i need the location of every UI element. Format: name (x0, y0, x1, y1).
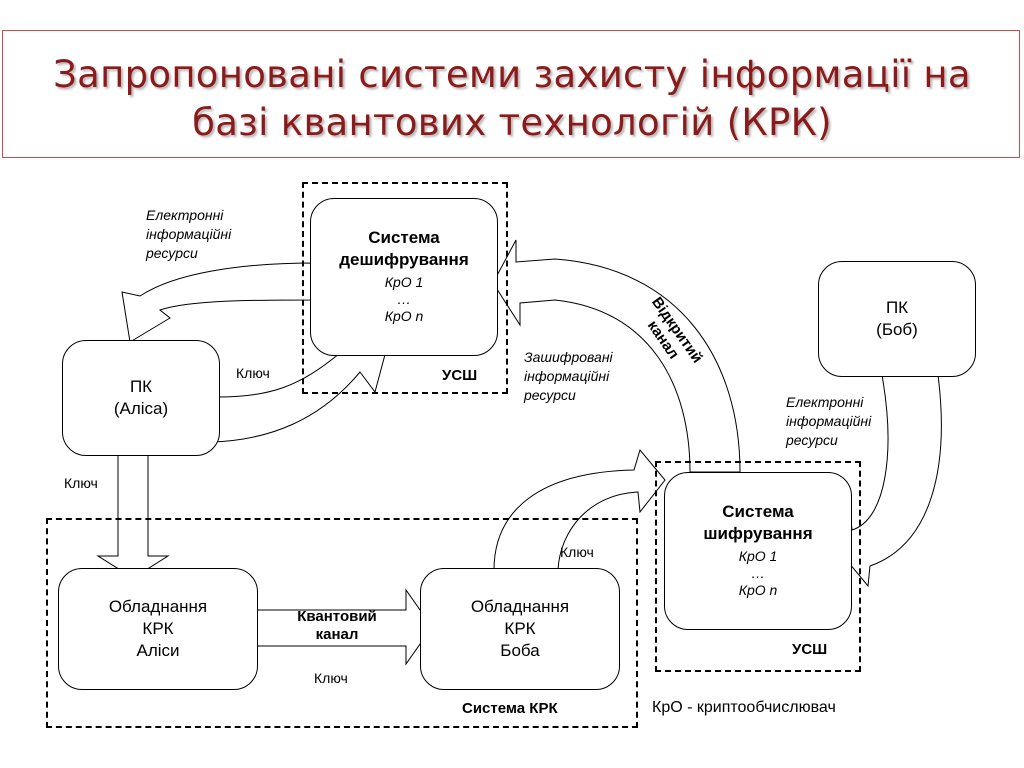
resources-encrypted-line-3: ресурси (524, 387, 576, 403)
decrypt-system-title-2: дешифрування (339, 250, 469, 269)
arrow-alice-to-krkalice (96, 450, 170, 579)
resources-encrypted-label: Зашифровані інформаційні ресурси (524, 348, 613, 405)
encrypt-system-title-1: Система (722, 502, 794, 521)
pc-bob-line-2: (Боб) (876, 320, 918, 339)
arrow-quantum-channel (253, 588, 433, 666)
legend-text: КрО - криптообчислювач (652, 699, 836, 716)
decrypt-kro-1: КрО 1 (384, 274, 424, 290)
pc-alice-line-1: ПК (129, 377, 153, 396)
resources-left-line-2: інформаційні (146, 226, 232, 242)
resources-right-label: Електронні інформаційні ресурси (786, 393, 871, 450)
usb-encrypt-label: УСШ (792, 641, 828, 658)
title-box: Запропоновані системи захисту інформації… (2, 30, 1020, 158)
arrow-open-channel (492, 239, 741, 473)
krk-system-frame (46, 518, 638, 728)
quantum-channel-line-2: канал (315, 626, 359, 643)
krk-alice-line-1: Обладнання (108, 597, 208, 616)
pc-alice-box: ПК (Аліса) (62, 340, 220, 456)
krk-system-label: Система КРК (462, 700, 558, 717)
resources-left-line-1: Електронні (146, 207, 224, 223)
pc-bob-line-1: ПК (885, 298, 909, 317)
krk-alice-line-2: КРК (142, 619, 174, 638)
encrypt-system-title-2: шифрування (703, 524, 813, 543)
arrow-alice-to-decrypt (211, 335, 391, 443)
pc-bob-box: ПК (Боб) (818, 261, 976, 377)
encrypt-system-box: Система шифрування КрО 1 … КрО n (664, 472, 852, 630)
slide-title: Запропоновані системи захисту інформації… (3, 51, 1021, 147)
krk-bob-box: Обладнання КРК Боба (420, 568, 620, 690)
resources-right-line-1: Електронні (786, 394, 864, 410)
arrow-decrypt-to-alice (121, 262, 317, 343)
usb-encrypt-frame (655, 461, 861, 672)
arrow-bob-to-encrypt (829, 374, 942, 588)
usb-decrypt-label: УСШ (442, 367, 478, 384)
decrypt-system-title-1: Система (368, 228, 440, 247)
krk-bob-line-2: КРК (504, 619, 536, 638)
title-line-1: Запропоновані системи захисту інформації… (53, 53, 971, 96)
decrypt-system-box: Система дешифрування КрО 1 … КрО n (310, 198, 498, 356)
resources-encrypted-line-2: інформаційні (524, 368, 610, 384)
key-label-bottom: Ключ (314, 670, 348, 686)
encrypt-kro-n: КрО n (738, 582, 778, 598)
key-label-alice-decrypt: Ключ (236, 365, 270, 381)
resources-right-line-3: ресурси (786, 432, 838, 448)
resources-left-label: Електронні інформаційні ресурси (146, 206, 231, 263)
title-line-2: базі квантових технологій (КРК) (192, 101, 832, 144)
arrow-krkbob-to-encrypt (493, 448, 666, 571)
decrypt-kro-n: КрО n (384, 308, 424, 324)
encrypt-ellipsis: … (751, 565, 765, 581)
key-label-alice-down: Ключ (64, 475, 98, 491)
krk-alice-box: Обладнання КРК Аліси (58, 568, 258, 690)
resources-right-line-2: інформаційні (786, 413, 872, 429)
key-label-bob-up: Ключ (560, 544, 594, 560)
encrypt-kro-1: КрО 1 (738, 548, 778, 564)
quantum-channel-label: Квантовий канал (262, 608, 412, 644)
krk-bob-line-1: Обладнання (470, 597, 570, 616)
quantum-channel-line-1: Квантовий (297, 608, 377, 625)
krk-bob-line-3: Боба (500, 641, 540, 660)
krk-alice-line-3: Аліси (136, 641, 180, 660)
pc-alice-line-2: (Аліса) (113, 399, 169, 418)
decrypt-ellipsis: … (397, 291, 411, 307)
usb-decrypt-frame (302, 182, 508, 394)
resources-encrypted-line-1: Зашифровані (524, 349, 613, 365)
resources-left-line-3: ресурси (146, 245, 198, 261)
